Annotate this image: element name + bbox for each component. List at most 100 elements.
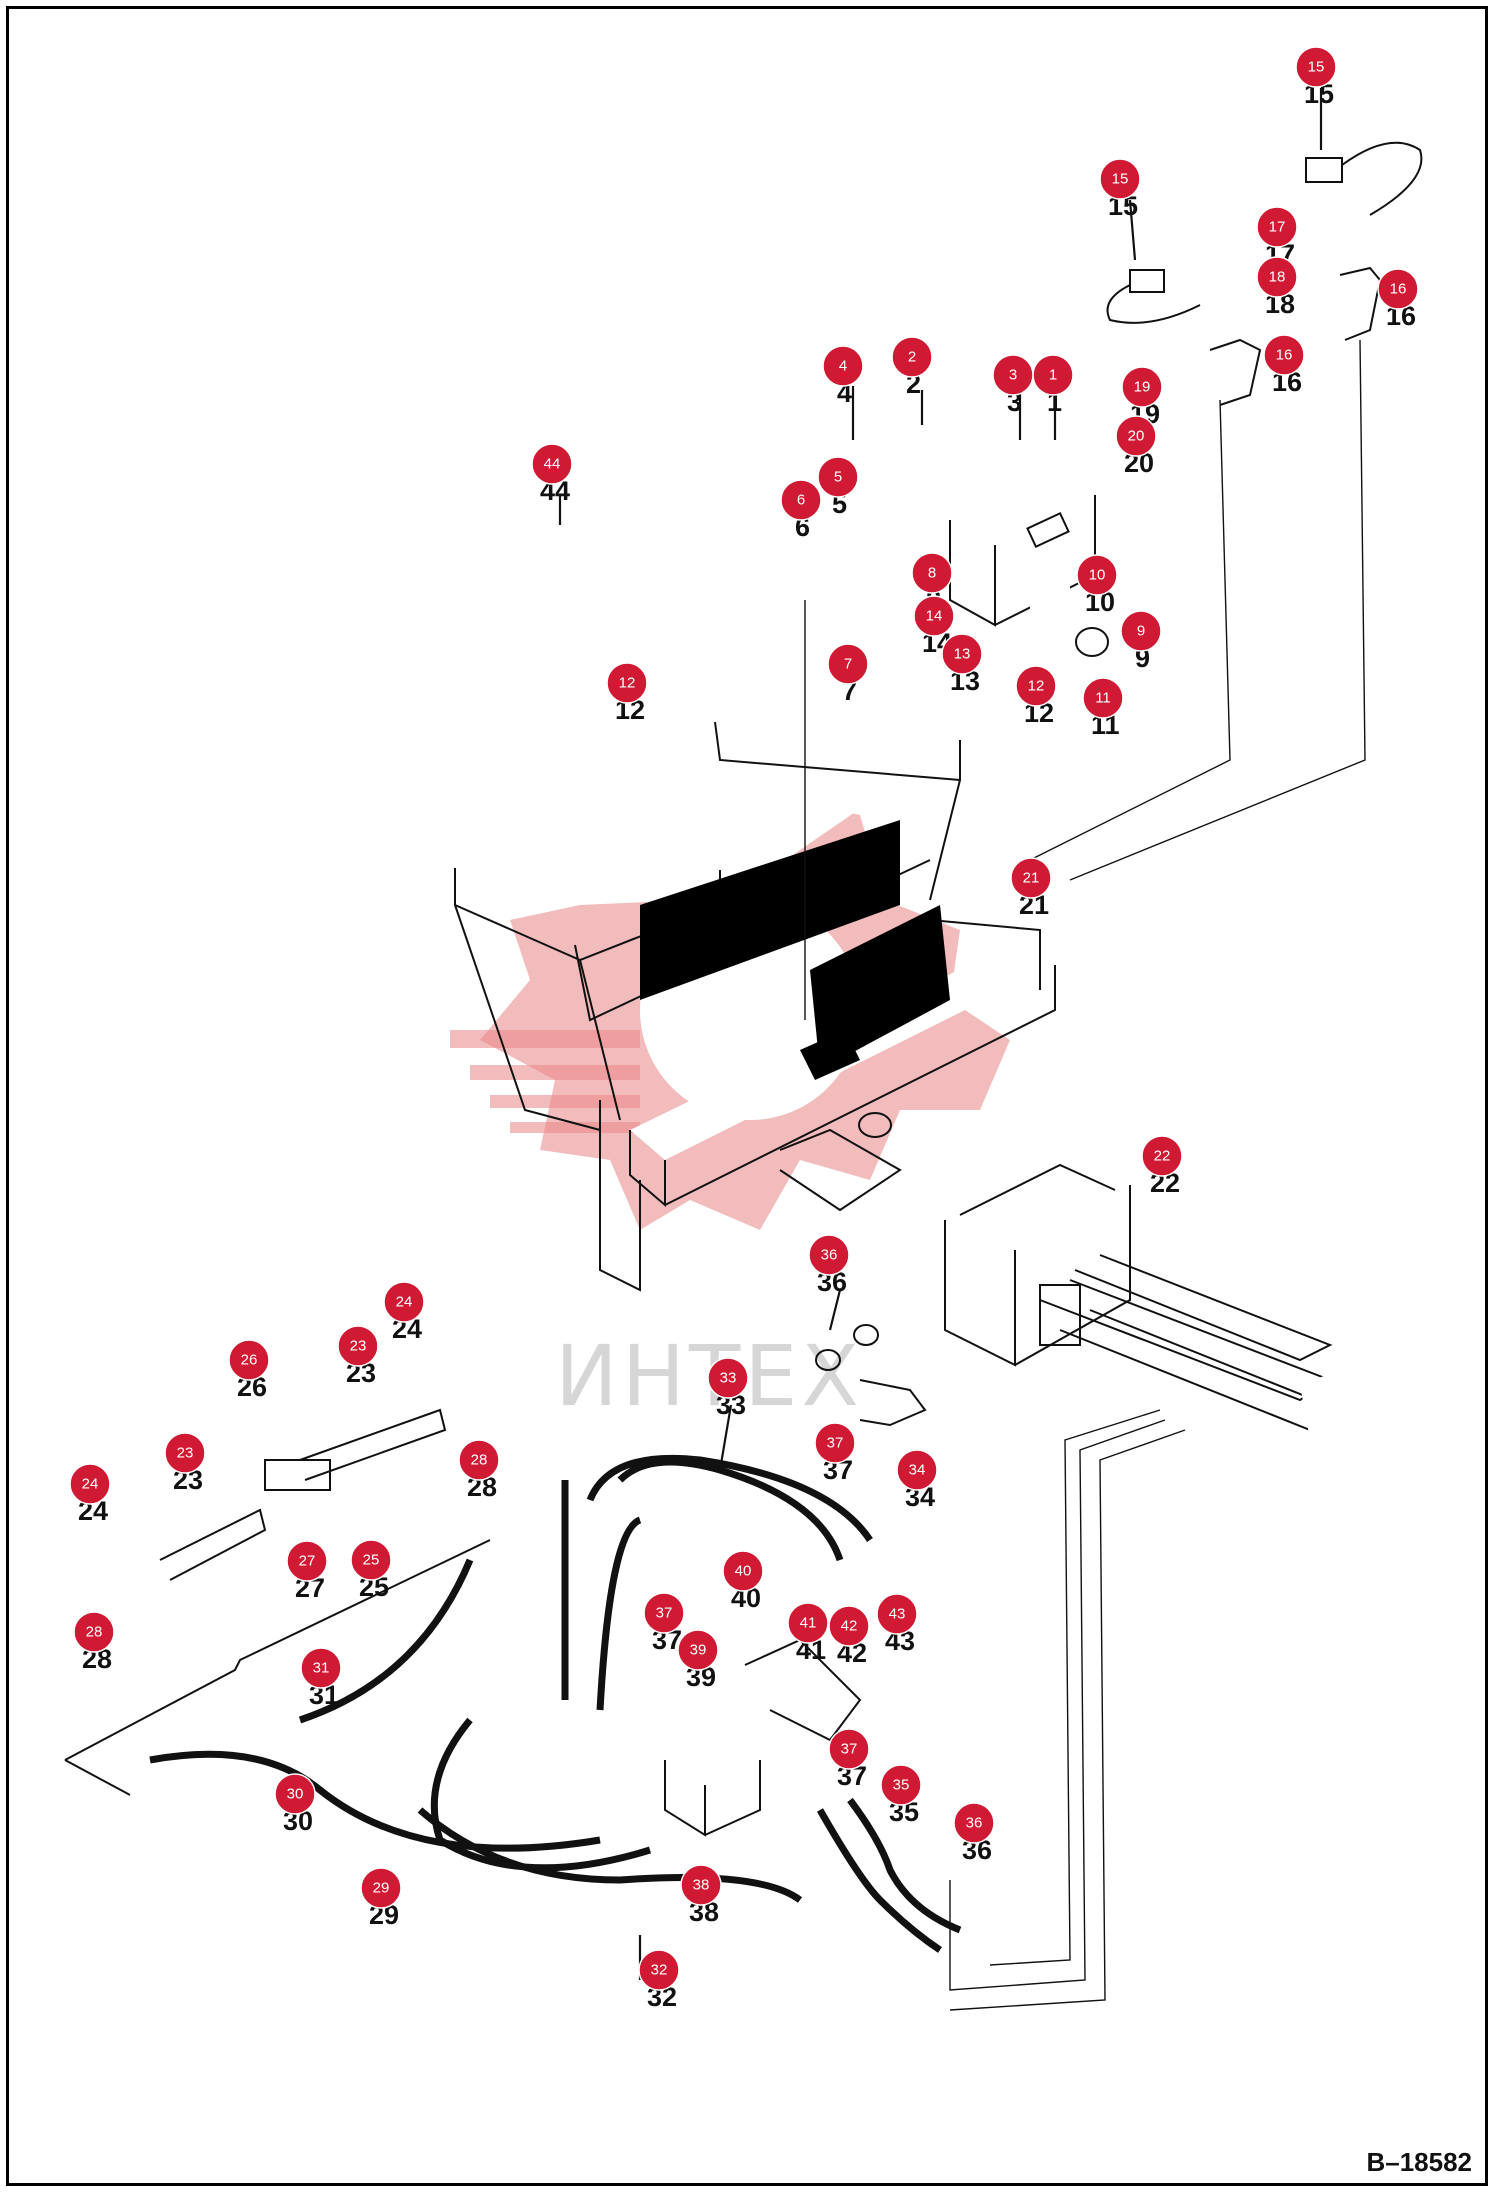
callout-badge-3: 3 (992, 354, 1034, 396)
callout-badge-35: 35 (880, 1764, 922, 1806)
callout-badge-number: 19 (1134, 379, 1151, 396)
mount-plate (830, 540, 880, 625)
callout-circle (992, 354, 1034, 396)
callout-circle (606, 662, 648, 704)
callout-badge-29: 29 (360, 1867, 402, 1909)
callout-badge-37: 37 (643, 1592, 685, 1634)
callout-badge-30: 30 (274, 1773, 316, 1815)
valve-box (945, 1155, 1130, 1250)
callout-badge-28: 28 (73, 1611, 115, 1653)
callout-badge-number: 11 (1095, 690, 1111, 707)
callout-badge-12: 12 (1015, 665, 1057, 707)
callout-badge-28: 28 (458, 1439, 500, 1481)
callout-circle (1256, 206, 1298, 248)
callout-badge-number: 28 (86, 1624, 103, 1641)
callout-badge-23: 23 (164, 1432, 206, 1474)
callout-circle (896, 1449, 938, 1491)
callout-circle (643, 1592, 685, 1634)
callout-badge-10: 10 (1076, 554, 1118, 596)
callout-circle (1076, 554, 1118, 596)
callout-badge-13: 13 (941, 633, 983, 675)
callout-circle (228, 1339, 270, 1381)
callout-badge-11: 11 (1082, 677, 1124, 719)
callout-badge-number: 24 (82, 1476, 99, 1493)
callout-badge-26: 26 (228, 1339, 270, 1381)
drawing-number: B–18582 (1366, 2147, 1472, 2177)
callout-circle (828, 1728, 870, 1770)
callout-badge-32: 32 (638, 1949, 680, 1991)
callout-badge-number: 35 (893, 1777, 910, 1794)
callout-badge-40: 40 (722, 1550, 764, 1592)
callout-badge-number: 29 (373, 1880, 390, 1897)
controller-box (950, 470, 1095, 545)
callout-circle (1115, 415, 1157, 457)
callout-badge-number: 44 (544, 456, 561, 473)
callout-circle (350, 1539, 392, 1581)
callout-badge-number: 18 (1269, 269, 1286, 286)
callout-badge-19: 19 (1121, 366, 1163, 408)
callout-badge-number: 5 (834, 469, 842, 486)
callout-badge-number: 39 (690, 1642, 707, 1659)
callout-badge-number: 2 (908, 349, 916, 366)
callout-circle (337, 1325, 379, 1367)
callout-badge-number: 9 (1137, 623, 1145, 640)
callout-circle (913, 595, 955, 637)
callout-circle (286, 1540, 328, 1582)
callout-badge-15: 15 (1099, 158, 1141, 200)
callout-badge-number: 42 (841, 1618, 858, 1635)
callout-badge-number: 1 (1049, 367, 1057, 384)
callout-badge-2: 2 (891, 336, 933, 378)
callout-circle (722, 1550, 764, 1592)
watermark-text: ИНТЕХ (555, 1327, 863, 1425)
callout-badge-21: 21 (1010, 857, 1052, 899)
callout-circle (1377, 268, 1419, 310)
callout-circle (814, 1422, 856, 1464)
callout-circle (1082, 677, 1124, 719)
callout-badge-number: 12 (1028, 678, 1045, 695)
callout-badge-1: 1 (1032, 354, 1074, 396)
callout-badge-43: 43 (876, 1593, 918, 1635)
callout-badge-number: 24 (396, 1294, 413, 1311)
callout-badge-number: 32 (651, 1962, 668, 1979)
callout-circle (822, 345, 864, 387)
callout-badge-number: 37 (841, 1741, 858, 1758)
hoses (149, 1454, 962, 1953)
callout-badge-14: 14 (913, 595, 955, 637)
callout-circle (787, 1602, 829, 1644)
hopper-rim (455, 722, 960, 905)
callout-circle (1295, 46, 1337, 88)
leader-lines (558, 88, 1323, 1980)
callout-badge-number: 15 (1112, 171, 1129, 188)
callout-badge-number: 17 (1269, 219, 1286, 236)
callout-circle (828, 1605, 870, 1647)
callout-badge-number: 16 (1276, 347, 1293, 364)
callout-badge-number: 20 (1128, 428, 1145, 445)
callout-badge-38: 38 (680, 1864, 722, 1906)
callout-badge-4: 4 (822, 345, 864, 387)
callout-circle (1141, 1135, 1183, 1177)
callout-badge-number: 14 (926, 608, 943, 625)
callout-badge-number: 23 (177, 1445, 194, 1462)
callout-badge-37: 37 (814, 1422, 856, 1464)
callout-badge-22: 22 (1141, 1135, 1183, 1177)
callout-circle (1120, 610, 1162, 652)
callout-badge-24: 24 (383, 1281, 425, 1323)
callout-badge-number: 37 (656, 1605, 673, 1622)
callout-badge-number: 43 (889, 1606, 906, 1623)
callout-badge-number: 34 (909, 1462, 926, 1479)
callout-badge-15: 15 (1295, 46, 1337, 88)
callout-circle (953, 1802, 995, 1844)
callout-badge-24: 24 (69, 1463, 111, 1505)
callout-circle (941, 633, 983, 675)
callout-badge-number: 22 (1154, 1148, 1171, 1165)
callout-badge-number: 7 (844, 656, 852, 673)
callout-circle (73, 1611, 115, 1653)
callout-badge-16: 16 (1377, 268, 1419, 310)
line-drawing (64, 141, 1423, 2011)
valve-block (665, 1735, 760, 1785)
callout-circle (300, 1647, 342, 1689)
drawing-frame (6, 6, 1488, 2186)
callout-badge-39: 39 (677, 1629, 719, 1671)
callout-badge-number: 16 (1390, 281, 1407, 298)
callout-circle (1099, 158, 1141, 200)
